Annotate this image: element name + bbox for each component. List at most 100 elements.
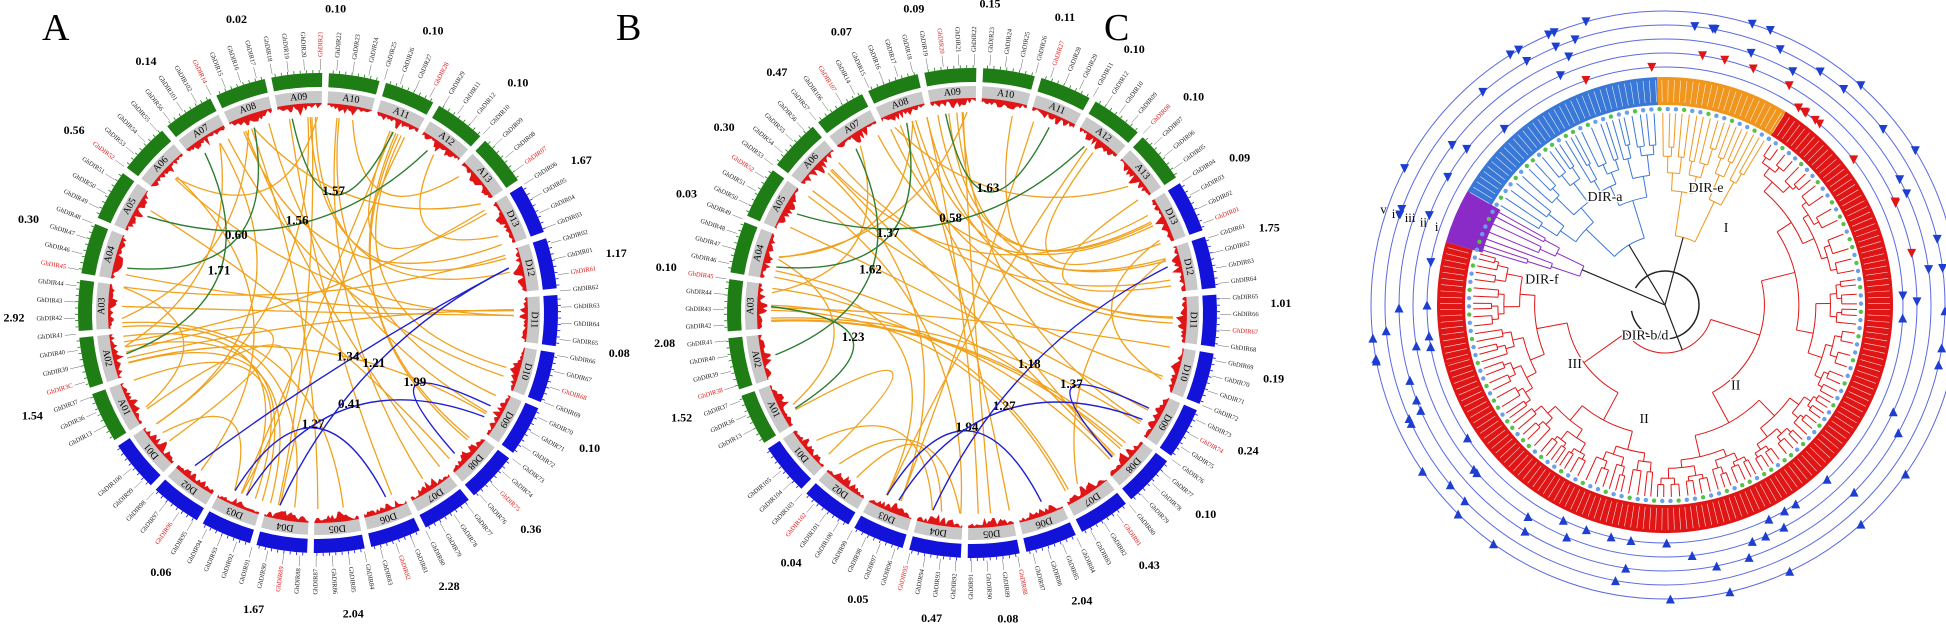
segmental-duplication-link [807, 195, 963, 514]
tree-branch [1505, 267, 1509, 282]
tree-branch [1805, 185, 1816, 194]
tip-marker [1673, 107, 1679, 112]
chromosome-tick [492, 145, 495, 149]
chromosome-tick [1117, 509, 1120, 513]
tree-branch [1528, 213, 1543, 224]
gene-connector [425, 530, 431, 541]
gene-feature-marker [1489, 539, 1499, 549]
tree-branch [1635, 138, 1638, 148]
chromosome-label: A03 [745, 297, 757, 315]
gene-connector [796, 122, 805, 131]
chromosome-tick [220, 532, 223, 537]
gene-label: GhDIR11 [462, 81, 482, 106]
gene-label: GhDIR70 [548, 420, 574, 437]
gene-label: GhDIR88 [294, 568, 303, 594]
tip-label [1857, 235, 1880, 243]
tip-label [1797, 458, 1813, 476]
tree-branch [1527, 431, 1537, 440]
segmental-duplication-link [123, 286, 185, 408]
gene-density-histogram [792, 430, 825, 468]
chromosome-tick [506, 461, 510, 464]
chromosome-tick [143, 143, 147, 146]
gene-connector [162, 111, 170, 121]
tree-branch [1583, 332, 1627, 364]
tree-branch [1845, 331, 1856, 334]
tree-branch [1535, 163, 1549, 178]
gene-connector [878, 71, 884, 82]
gene-label: GhDIR101 [799, 522, 822, 549]
gene-label: GhDIR56 [143, 88, 165, 113]
tip-label [1443, 265, 1466, 271]
tip-marker [1852, 350, 1858, 355]
chromosome-inner-band [423, 121, 469, 159]
tip-label [1805, 450, 1822, 468]
tree-branch [1549, 185, 1556, 191]
chromosome-tick [872, 537, 875, 541]
chromosome-inner-band [1176, 242, 1198, 291]
tandem-kaks-value: 0.36 [520, 522, 541, 536]
tree-branch [1791, 412, 1799, 419]
tandem-kaks-value: 0.10 [1183, 89, 1204, 103]
tree-branch [1747, 140, 1765, 168]
tree-branch [1839, 258, 1852, 263]
tip-label [1695, 82, 1700, 105]
tree-branch [1605, 122, 1617, 152]
gene-density-histogram [1110, 441, 1144, 477]
chromosome-tick [489, 480, 493, 483]
tree-branch [1693, 485, 1696, 495]
tree-branch [1783, 437, 1788, 442]
tree-branch [1583, 460, 1586, 465]
tree-branch [1834, 335, 1842, 338]
link-kaks-value: 1.94 [956, 419, 979, 434]
gene-density-histogram [277, 102, 322, 116]
gene-connector [764, 158, 774, 166]
tip-marker [1624, 110, 1630, 115]
tree-branch [1708, 174, 1720, 200]
tip-marker [1643, 497, 1649, 503]
tree-branch [1821, 256, 1828, 260]
tree-branch [1615, 477, 1620, 491]
chromosome-inner-band [327, 91, 375, 111]
gene-label: GhDIR25 [385, 41, 399, 68]
tip-label [1860, 359, 1882, 366]
segmental-duplication-link [937, 114, 1152, 252]
gene-connector [466, 504, 474, 514]
chromosome-tick [1164, 464, 1168, 467]
tip-label [1813, 442, 1831, 459]
tree-branch [1801, 201, 1807, 206]
gene-label: GhDIR41 [687, 339, 713, 349]
tree-branch [1637, 145, 1645, 148]
tip-label [1765, 481, 1777, 501]
chromosome-tick [447, 108, 450, 112]
tree-branch [1603, 460, 1608, 469]
tip-label [1823, 163, 1841, 179]
tree-branch [1484, 238, 1530, 256]
tip-marker [1578, 126, 1583, 131]
gene-label: GhDIR49 [705, 201, 731, 217]
chromosome-tick [92, 402, 96, 405]
tree-branch [1712, 469, 1715, 477]
green-duplication-link [291, 118, 394, 196]
chromosome-tick [729, 366, 734, 368]
gene-connector [532, 192, 543, 199]
gene-label: GhDIR42 [36, 315, 62, 323]
tree-branch [1575, 221, 1594, 243]
tip-marker [1817, 423, 1822, 428]
tree-branch [1525, 408, 1533, 414]
chromosome-tick [532, 204, 536, 207]
chromosome-tick [1176, 447, 1180, 450]
gene-label: GhDIR78 [458, 523, 478, 548]
tip-marker [1468, 279, 1473, 284]
tree-branch [1591, 127, 1603, 153]
gene-connector [479, 494, 487, 503]
tree-branch [1671, 172, 1674, 191]
tree-branch [1544, 239, 1560, 249]
tree-branch [1723, 449, 1727, 457]
chromosome-tick [1179, 442, 1183, 445]
gene-label: GhDIR45 [40, 259, 66, 270]
chromosome-tick [550, 253, 554, 255]
chromosome-tick [215, 530, 218, 534]
gene-connector [298, 555, 301, 567]
tree-branch [1800, 414, 1804, 419]
segmental-duplication-link [419, 154, 499, 241]
